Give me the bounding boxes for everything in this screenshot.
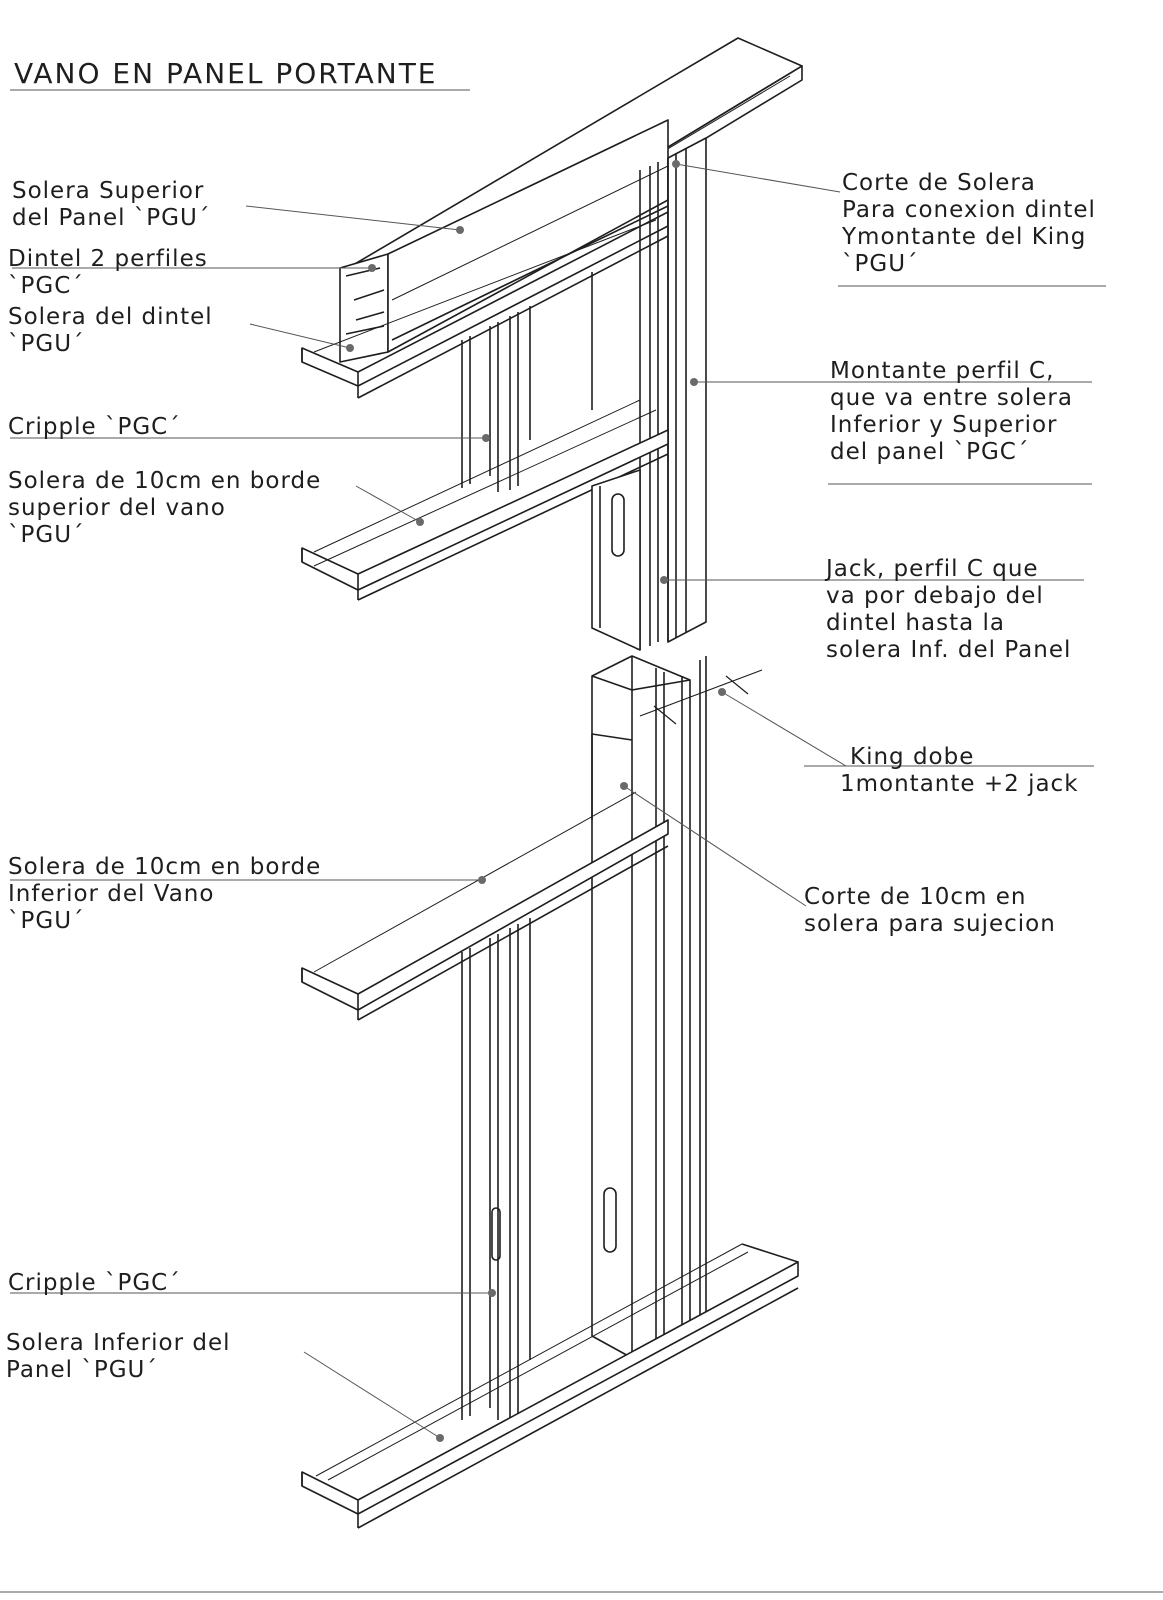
- label-dintel: Dintel 2 perfiles `PGC´: [8, 246, 208, 299]
- label-solera-dintel: Solera del dintel `PGU´: [8, 304, 213, 357]
- jack-lower-block: [591, 655, 707, 1359]
- leader-lines: [0, 89, 1163, 1593]
- lower-sill-track: [301, 734, 669, 1021]
- jack-upper: [591, 469, 641, 651]
- label-corte-10cm: Corte de 10cm en solera para sujecion: [804, 884, 1056, 937]
- header-beam: [339, 119, 669, 363]
- lower-cripples: [461, 918, 531, 1420]
- king-stud-upper: [639, 137, 707, 650]
- upper-cripples: [461, 272, 593, 492]
- leader-dots: [346, 160, 726, 1442]
- label-cripple-lower: Cripple `PGC´: [8, 1270, 181, 1296]
- page-title: VANO EN PANEL PORTANTE: [14, 57, 438, 90]
- dimension-marks: [639, 669, 763, 725]
- label-solera-inferior: Solera Inferior del Panel `PGU´: [6, 1330, 231, 1383]
- label-solera-borde-superior: Solera de 10cm en borde superior del van…: [8, 468, 322, 548]
- label-solera-superior: Solera Superior del Panel `PGU´: [12, 178, 211, 231]
- label-cripple-upper: Cripple `PGC´: [8, 414, 181, 440]
- label-montante: Montante perfil C, que va entre solera I…: [830, 358, 1073, 465]
- label-corte-solera: Corte de Solera Para conexion dintel Ymo…: [842, 170, 1096, 277]
- label-jack: Jack, perfil C que va por debajo del din…: [826, 556, 1072, 663]
- label-solera-borde-inferior: Solera de 10cm en borde Inferior del Van…: [8, 854, 322, 934]
- label-king: King dobe 1montante +2 jack: [840, 744, 1079, 797]
- bottom-plate: [301, 1243, 799, 1529]
